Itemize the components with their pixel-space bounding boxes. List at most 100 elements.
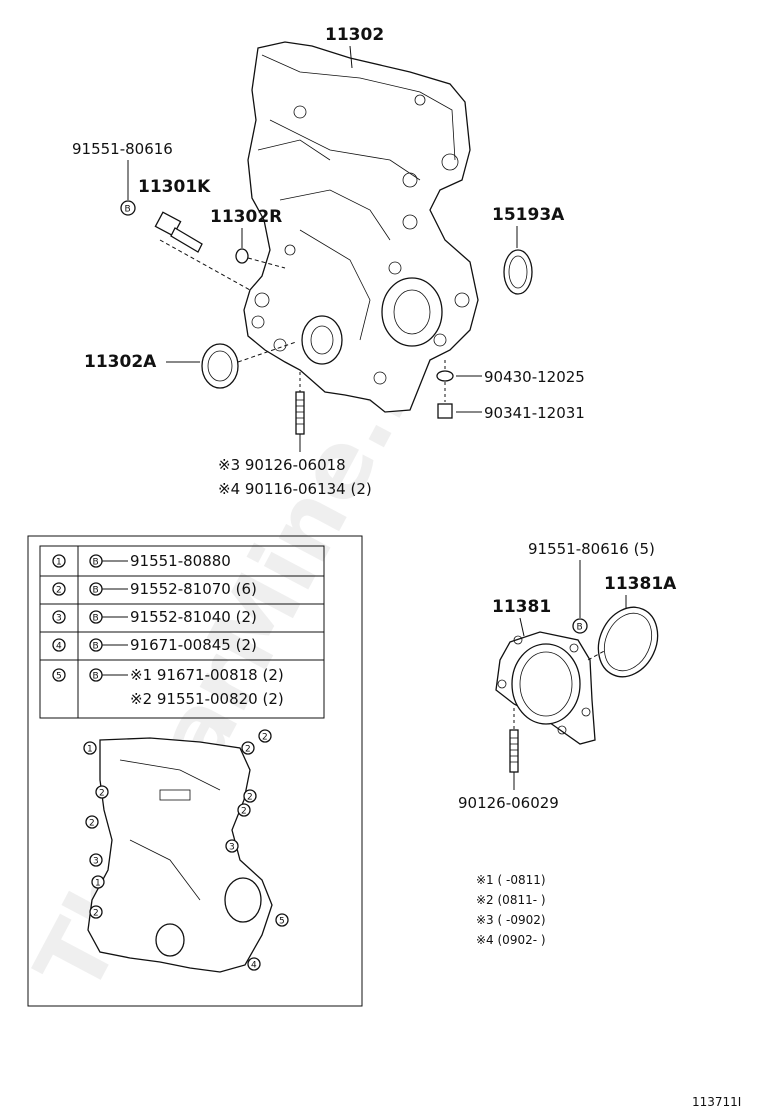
- callout-number: 2: [241, 807, 247, 817]
- stud-rear-drawing: [509, 708, 519, 790]
- legend-row-3: 3 B 91552-81040 (2): [52, 608, 257, 626]
- b-marker-rear-icon: [572, 618, 588, 634]
- callout-number-icon: [52, 610, 66, 624]
- callout-number: 2: [93, 909, 99, 919]
- stud-top-drawing: [295, 372, 305, 452]
- callout-number: 2: [245, 745, 251, 755]
- callout-number: 2: [89, 819, 95, 829]
- gasket-drawing: [436, 360, 454, 382]
- label-seal-11381a: 11381A: [604, 574, 677, 594]
- callout-number: 1: [87, 745, 93, 755]
- note-4: ※4 (0902- ): [476, 933, 546, 947]
- callout-number: 4: [251, 961, 257, 971]
- label-stud-note-3: ※3 90126-06018: [218, 456, 346, 474]
- callout-number-icon: [52, 554, 66, 568]
- rear-retainer-drawing: [495, 631, 596, 745]
- label-plug-90341-12031: 90341-12031: [484, 404, 585, 422]
- oil-seal-left-drawing: [201, 341, 297, 389]
- svg-text:B: B: [125, 205, 131, 215]
- legend-cover-outline-drawing: [87, 737, 273, 973]
- callout-number: 2: [99, 789, 105, 799]
- callout-1: 1: [91, 875, 105, 889]
- note-2: ※2 (0811- ): [476, 893, 546, 907]
- callout-number-icon: [241, 741, 255, 755]
- callout-number: 5: [279, 917, 285, 927]
- callout-4: 4: [247, 957, 261, 971]
- b-marker-icon: [120, 200, 136, 216]
- legend-row-code: 91551-80880: [130, 552, 231, 570]
- legend-row-code-2: ※2 91551-00820 (2): [130, 690, 284, 708]
- legend-row-b: B: [93, 672, 99, 682]
- legend-row-number: 3: [56, 614, 62, 624]
- callout-2: 2: [243, 789, 257, 803]
- callout-number-icon: [95, 785, 109, 799]
- callout-number-icon: [89, 905, 103, 919]
- label-union-11301k: 11301K: [138, 177, 211, 197]
- figure-id: 113711I: [692, 1095, 741, 1109]
- callout-number-icon: [258, 729, 272, 743]
- label-cover-11302: 11302: [325, 25, 384, 45]
- legend-row-b: B: [93, 614, 99, 624]
- legend-row-code: 91552-81040 (2): [130, 608, 257, 626]
- oil-seal-right-drawing: [503, 249, 533, 295]
- timing-chain-cover-drawing: [243, 41, 479, 413]
- label-bolt-91551-80616: 91551-80616: [72, 140, 173, 158]
- callout-2: 2: [258, 729, 272, 743]
- union-bolt-drawing: [154, 211, 251, 291]
- callout-number-icon: [237, 803, 251, 817]
- legend-row-1: 1 B 91551-80880: [52, 552, 231, 570]
- callout-number: 3: [229, 843, 235, 853]
- callout-3: 3: [225, 839, 239, 853]
- callout-number-icon: [52, 668, 66, 682]
- callout-5: 5: [275, 913, 289, 927]
- label-seal-15193a: 15193A: [492, 205, 565, 225]
- callout-1: 1: [83, 741, 97, 755]
- callout-2: 2: [95, 785, 109, 799]
- callout-number-icon: [52, 582, 66, 596]
- note-3: ※3 ( -0902): [476, 913, 546, 927]
- callout-number: 2: [247, 793, 253, 803]
- legend-row-number: 2: [56, 586, 62, 596]
- callout-number-icon: [243, 789, 257, 803]
- label-gasket-90430-12025: 90430-12025: [484, 368, 585, 386]
- callout-number: 3: [93, 857, 99, 867]
- bolt-legend-box: [27, 535, 363, 1007]
- plug-drawing: [235, 248, 286, 269]
- svg-text:B: B: [577, 623, 583, 633]
- callout-3: 3: [89, 853, 103, 867]
- legend-row-number: 5: [56, 672, 62, 682]
- legend-row-b: B: [93, 558, 99, 568]
- callout-number-icon: [52, 638, 66, 652]
- callout-2: 2: [89, 905, 103, 919]
- legend-row-number: 1: [56, 558, 62, 568]
- rear-oil-seal-drawing: [587, 606, 659, 678]
- legend-row-5: 5 B ※1 91671-00818 (2) ※2 91551-00820 (2): [52, 666, 284, 708]
- label-bolt-91551-80616-5: 91551-80616 (5): [528, 540, 655, 558]
- label-stud-90126-06029: 90126-06029: [458, 794, 559, 812]
- callout-number-icon: [83, 741, 97, 755]
- callout-2: 2: [237, 803, 251, 817]
- callout-number: 1: [95, 879, 101, 889]
- legend-row-code: ※1 91671-00818 (2): [130, 666, 284, 684]
- callout-number-icon: [275, 913, 289, 927]
- note-1: ※1 ( -0811): [476, 873, 546, 887]
- callout-2: 2: [241, 741, 255, 755]
- legend-row-number: 4: [56, 642, 62, 652]
- callout-number-icon: [89, 853, 103, 867]
- callout-number-icon: [85, 815, 99, 829]
- drain-plug-drawing: [437, 382, 453, 419]
- callout-number-icon: [91, 875, 105, 889]
- legend-row-b: B: [93, 642, 99, 652]
- callout-number: 2: [262, 733, 268, 743]
- callout-2: 2: [85, 815, 99, 829]
- label-plug-11302r: 11302R: [210, 207, 282, 227]
- legend-row-code: 91671-00845 (2): [130, 636, 257, 654]
- callout-number-icon: [225, 839, 239, 853]
- callout-number-icon: [247, 957, 261, 971]
- label-seal-11302a: 11302A: [84, 352, 157, 372]
- legend-row-b: B: [93, 586, 99, 596]
